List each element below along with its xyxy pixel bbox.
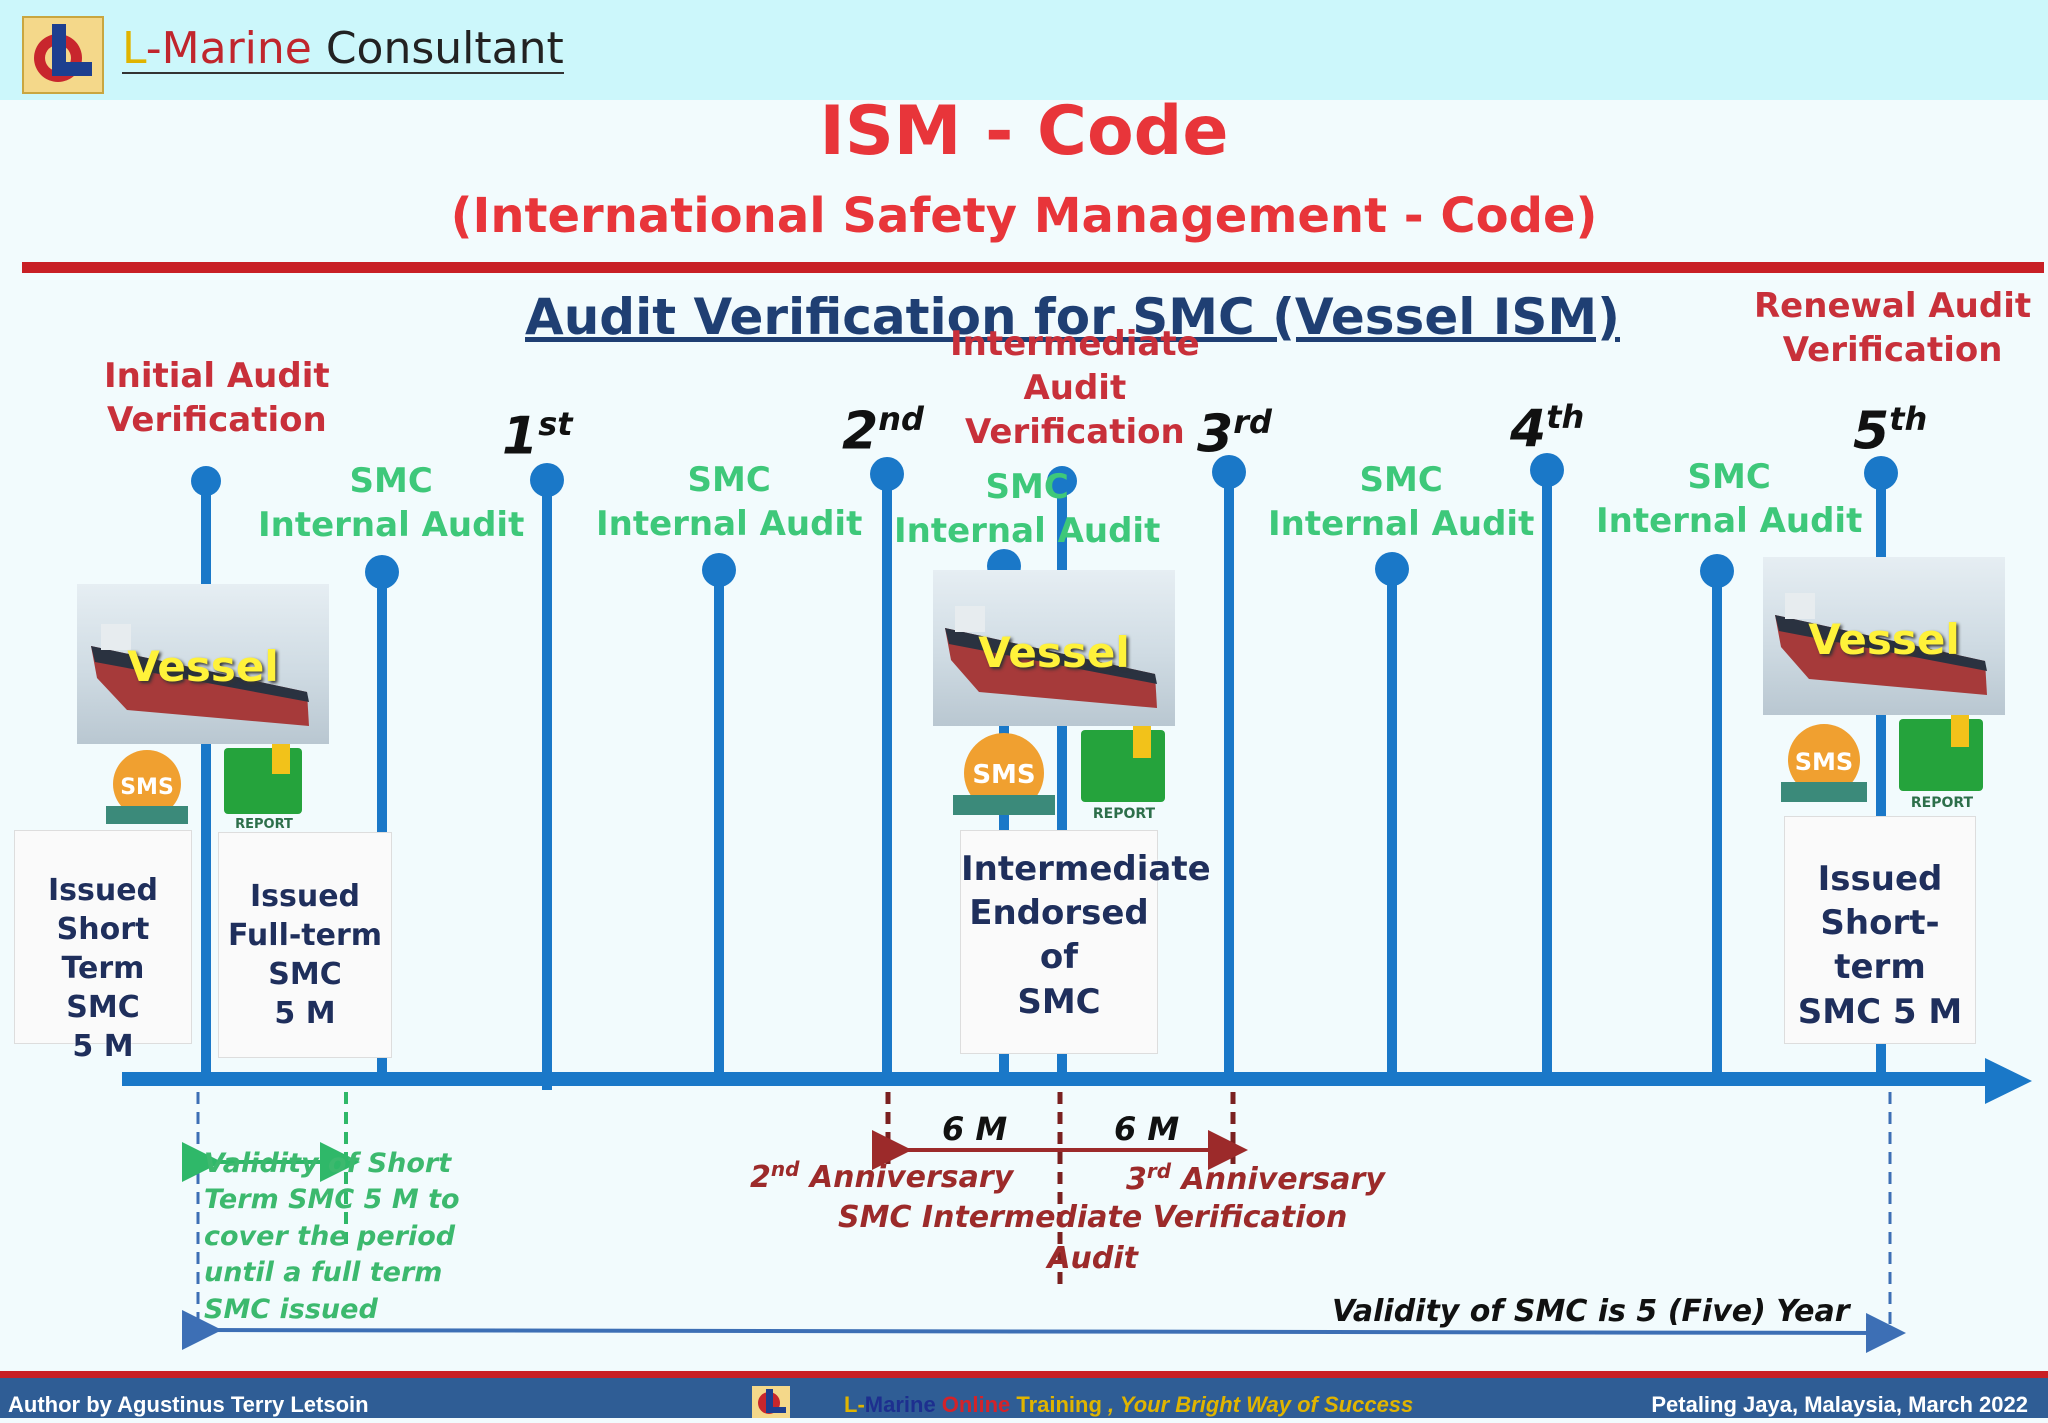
page-subtitle: (International Safety Management - Code) xyxy=(450,188,1598,244)
svg-text:REPORT: REPORT xyxy=(1911,795,1974,811)
footer-location: Petaling Jaya, Malaysia, March 2022 xyxy=(1651,1392,2028,1417)
footer-author: Author by Agustinus Terry Letsoin xyxy=(8,1392,369,1417)
anniversary-2nd-label: 2nd xyxy=(842,400,924,462)
l-marine-logo xyxy=(22,16,104,94)
footer-bar xyxy=(0,1378,2048,1418)
six-month-label-left: 6 M xyxy=(942,1110,1008,1148)
report-folder-icon: REPORT xyxy=(1893,715,1991,811)
anniversary-4th-label: 4th xyxy=(1510,398,1585,460)
internal-audit-post xyxy=(1700,554,1734,1079)
vessel-image: Vessel xyxy=(1763,557,2005,715)
anniversary-1st-label: 1st xyxy=(502,405,573,467)
header-bar xyxy=(0,0,2048,100)
internal-audit-post xyxy=(702,553,736,1079)
anniversary-5th-label: 5th xyxy=(1853,400,1928,462)
smc-validity-arrow xyxy=(181,1309,1906,1353)
anniversary-post-2nd xyxy=(870,457,904,1079)
vessel-image: Vessel xyxy=(933,570,1175,726)
report-folder-icon: REPORT xyxy=(218,744,310,832)
svg-text:SMS: SMS xyxy=(1795,748,1853,776)
svg-text:SMS: SMS xyxy=(972,760,1035,790)
brand-name: L-Marine Consultant xyxy=(122,23,564,74)
title-divider xyxy=(22,262,2044,273)
footer-divider xyxy=(0,1371,2048,1379)
third-anniversary-label: 3rd Anniversary xyxy=(1126,1159,1385,1197)
anniversary-3rd-label: 3rd xyxy=(1197,403,1272,465)
anniversary-post-3rd xyxy=(1212,455,1246,1079)
sms-book-icon: SMS xyxy=(1775,718,1873,810)
intermediate-verification-window-label: SMC Intermediate Verification Audit xyxy=(838,1200,1348,1276)
sms-book-icon: SMS xyxy=(945,729,1063,823)
sms-book-icon: SMS xyxy=(100,744,194,832)
svg-text:REPORT: REPORT xyxy=(1093,806,1156,822)
vessel-image: Vessel xyxy=(77,584,329,744)
svg-text:SMS: SMS xyxy=(120,775,174,800)
second-anniversary-label: 2nd Anniversary xyxy=(750,1157,1014,1195)
footer-tagline: L-Marine Online Training , Your Bright W… xyxy=(844,1392,1414,1417)
six-month-label-right: 6 M xyxy=(1114,1110,1180,1148)
smc-validity-label: Validity of SMC is 5 (Five) Year xyxy=(1332,1294,1850,1329)
report-folder-icon: REPORT xyxy=(1075,726,1173,822)
anniversary-post-initial xyxy=(191,466,221,1079)
anniversary-post-4th xyxy=(1530,453,1564,1079)
internal-audit-post xyxy=(1375,552,1409,1079)
section-title: Audit Verification for SMC (Vessel ISM) xyxy=(525,288,1620,346)
page-title: ISM - Code xyxy=(819,92,1229,171)
footer-logo xyxy=(752,1386,790,1418)
anniversary-post-1st xyxy=(530,463,564,1090)
svg-text:REPORT: REPORT xyxy=(235,817,293,832)
timeline-axis xyxy=(122,1058,2032,1104)
